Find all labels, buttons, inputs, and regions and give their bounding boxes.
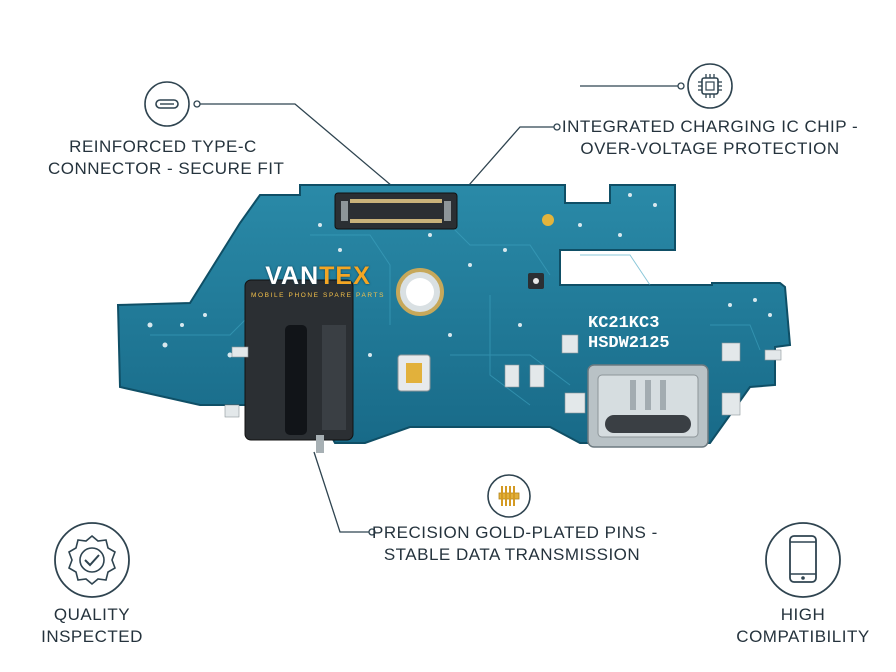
gold-pins-anchor-dot (368, 528, 376, 536)
chip-icon (687, 63, 733, 109)
charging-port-pcb-board (116, 184, 792, 453)
ic-chip-line-2: OVER-VOLTAGE PROTECTION (580, 139, 840, 158)
ic-chip-callout-text: INTEGRATED CHARGING IC CHIP - OVER-VOLTA… (560, 116, 860, 160)
compatibility-badge-text: HIGH COMPATIBILITY (722, 604, 884, 648)
quality-badge-text: QUALITY INSPECTED (22, 604, 162, 648)
ic-chip-leader-line (461, 126, 556, 194)
gold-pins-line-1: PRECISION GOLD-PLATED PINS - (372, 523, 658, 542)
silkscreen-line-2: HSDW2125 (588, 334, 670, 353)
brand-name-main: VAN (265, 262, 320, 290)
type-c-callout-text: REINFORCED TYPE-C CONNECTOR - SECURE FIT (48, 136, 285, 180)
gold-pins-icon (487, 474, 531, 518)
gold-pins-leader-line (313, 451, 372, 533)
type-c-line-1: REINFORCED TYPE-C (69, 137, 257, 156)
type-c-port-icon (144, 81, 190, 127)
board-silkscreen-text: KC21KC3 HSDW2125 (588, 314, 670, 354)
compat-line-2: COMPATIBILITY (736, 627, 870, 646)
quality-line-2: INSPECTED (41, 627, 143, 646)
brand-name: VANTEX (243, 262, 393, 291)
gold-pins-callout-text: PRECISION GOLD-PLATED PINS - STABLE DATA… (372, 522, 658, 566)
check-seal-icon (54, 522, 130, 598)
smartphone-icon (765, 522, 841, 598)
quality-line-1: QUALITY (53, 605, 131, 624)
ic-chip-anchor-dot (553, 123, 561, 131)
silkscreen-line-1: KC21KC3 (588, 314, 660, 333)
ic-chip-line-1: INTEGRATED CHARGING IC CHIP - (561, 117, 859, 136)
gold-pad (542, 214, 554, 226)
type-c-line-2: CONNECTOR - SECURE FIT (48, 159, 285, 178)
brand-logo: VANTEX MOBILE PHONE SPARE PARTS (243, 262, 393, 299)
brand-name-accent: TEX (319, 262, 371, 290)
compat-line-1: HIGH (780, 605, 826, 624)
chip-line-dot (677, 82, 685, 90)
type-c-anchor-dot (193, 100, 201, 108)
gold-pins-line-2: STABLE DATA TRANSMISSION (383, 545, 641, 564)
brand-tagline: MOBILE PHONE SPARE PARTS (250, 292, 386, 299)
type-c-leader-line (198, 103, 393, 187)
fpc-connector (334, 192, 458, 230)
